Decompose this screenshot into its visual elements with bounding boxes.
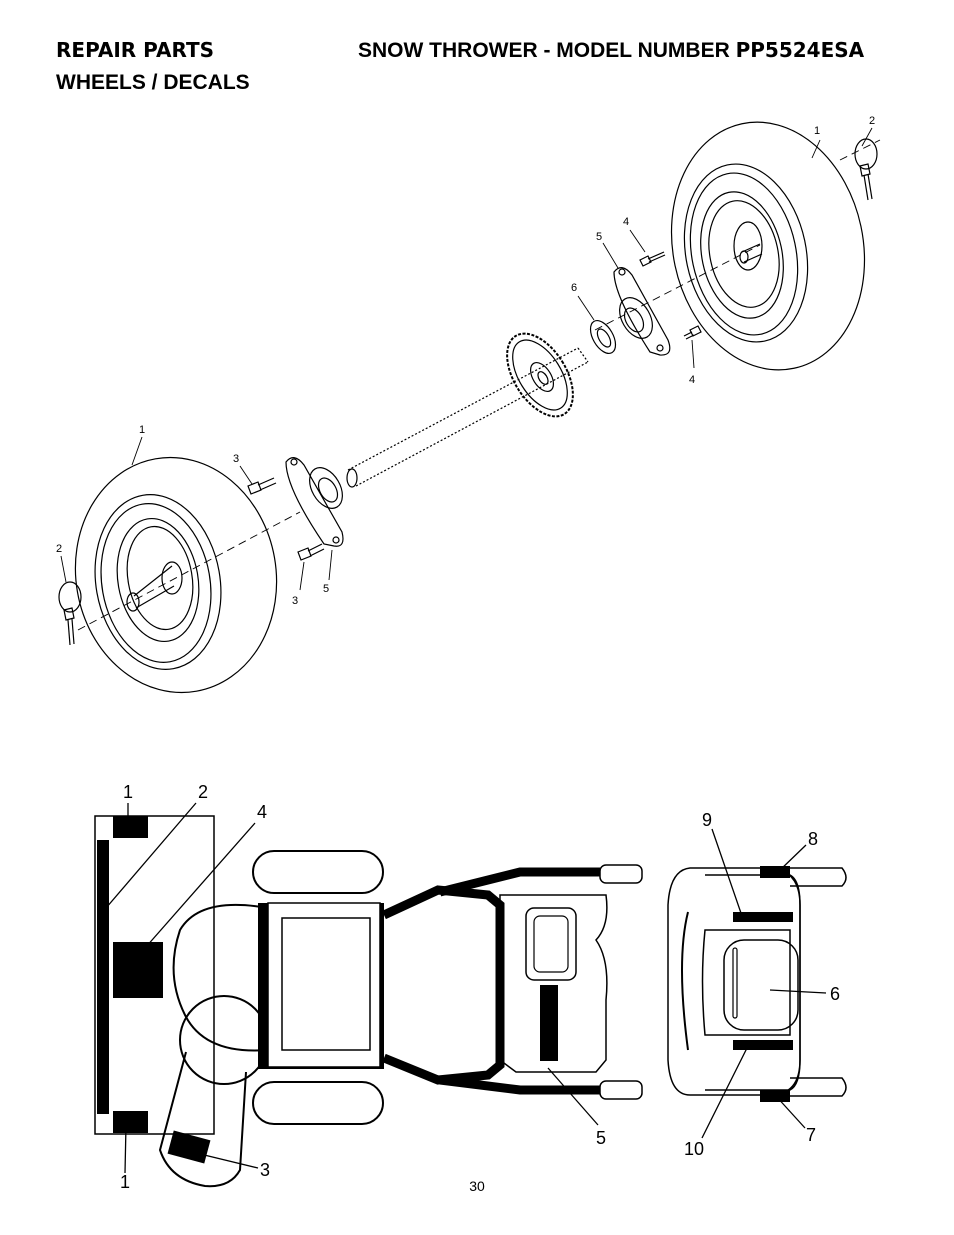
callout-left-upper-bolt: 3 [233,453,239,465]
right-tire [670,121,866,371]
decal-callout-chute: 3 [260,1160,270,1180]
page-number: 30 [469,1178,485,1194]
decal-callout-panel: 5 [596,1128,606,1148]
callout-upper-bolt: 4 [623,216,629,228]
callout-left-flange: 5 [323,583,329,595]
product-title: SNOW THROWER - MODEL NUMBER PP5524ESA [358,38,864,63]
decal-callout-dash: 6 [830,984,840,1004]
chute [158,1051,247,1188]
decal-callout-top-left: 1 [123,782,133,802]
decal-callout-center-square: 4 [257,802,267,822]
washer [589,320,617,354]
callout-right-tire: 1 [814,125,820,137]
decal-callout-bottom-left: 1 [120,1172,130,1192]
axle-gear [506,332,574,418]
subsection-title: WHEELS / DECALS [56,71,250,94]
axle-end [346,468,358,488]
bolt-upper-left [247,477,277,495]
callout-washer: 6 [571,282,577,294]
auger-housing [94,815,215,1135]
product-prefix: SNOW THROWER - MODEL NUMBER [358,39,736,62]
callout-right-pin: 2 [869,115,875,127]
wheels-exploded-diagram: 1 2 4 5 6 4 1 3 2 3 5 [56,115,881,694]
left-bearing-flange [285,457,344,547]
rear-view-dash [667,867,801,1096]
section-title: REPAIR PARTS [56,38,215,62]
decal-callout-handle-top: 8 [808,829,818,849]
engine-top [281,917,371,1051]
decal-callout-strip: 2 [198,782,208,802]
decal-callout-bar-bottom: 10 [684,1139,704,1159]
model-number: PP5524ESA [735,38,865,62]
chute-base [179,995,269,1085]
axle-shaft [347,347,589,487]
right-bearing-flange [613,267,671,356]
callout-lower-bolt: 4 [689,374,695,386]
callout-left-pin: 2 [56,543,62,555]
bolt-lower-left [297,543,325,561]
engine-shroud [172,903,269,1052]
decal-callout-handle-bottom: 7 [806,1125,816,1145]
callout-right-flange: 5 [596,231,602,243]
decal-callout-bar-top: 9 [702,810,712,830]
wheel-top [252,850,384,894]
callout-left-tire: 1 [139,424,145,436]
left-hitch-pin [58,581,82,646]
left-tire [74,456,278,694]
bolt-upper-right [639,251,666,267]
callout-left-lower-bolt: 3 [292,595,298,607]
wheel-bottom [252,1081,384,1125]
control-panel [499,894,608,1073]
bolt-lower-right [683,325,702,340]
